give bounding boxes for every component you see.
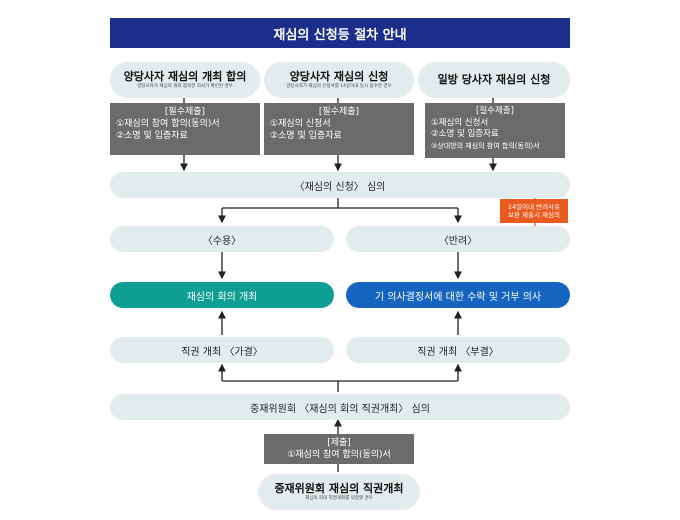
submission-item: ①재심의 참여 합의(동의)서	[116, 119, 220, 129]
box-label: 일방 당사자 재심의 신청	[437, 73, 551, 86]
meeting-outcome: 재심의 회의 개최	[110, 282, 334, 308]
review-step: 〈재심의 신청〉 심의	[110, 172, 570, 198]
box-sub: 양당사자가 재심의 신청서를 14일이내 동시 접수한 경우	[286, 84, 392, 89]
accept-step: 〈수용〉	[110, 226, 334, 252]
ex-officio-approved: 직권 개최 〈가결〉	[110, 337, 334, 363]
box-label: 중재위원회 재심의 직권개최	[274, 482, 404, 495]
bottom-submission-box: [제출] ①재심의 참여 합의(동의)서	[264, 434, 414, 464]
submission-box-3: [필수제출] ①재심의 신청서 ②소명 및 입증자료 ③상대방의 재심의 참여 …	[425, 103, 565, 158]
submission-item: ③상대방의 재심의 참여 합의(동의)서	[431, 141, 540, 150]
note-line: 14일이내 반려사유	[507, 203, 561, 211]
note-line: 보완 제출시 재심의	[508, 211, 560, 219]
submission-item: ①재심의 참여 합의(동의)서	[287, 450, 391, 460]
page-title: 재심의 신청등 절차 안내	[110, 18, 570, 48]
box-label: 양당사자 재심의 개최 합의	[123, 70, 247, 83]
submission-item: ②소명 및 입증자료	[116, 131, 188, 141]
box-label: 양당사자 재심의 신청	[289, 70, 389, 83]
resubmission-note: 14일이내 반려사유 보완 제출시 재심의	[500, 199, 568, 223]
ex-officio-rejected: 직권 개최 〈부결〉	[346, 337, 570, 363]
committee-ex-officio-box: 중재위원회 재심의 직권개최 재심의 회의 직권개최를 의결할 경우	[258, 474, 420, 510]
committee-review-step: 중재위원회 〈재심의 회의 직권개최〉 심의	[110, 394, 570, 420]
mutual-agreement-box: 양당사자 재심의 개최 합의 양당사자가 재심의 개최 합의한 의사가 확인된 …	[110, 62, 260, 98]
mutual-application-box: 양당사자 재심의 신청 양당사자가 재심의 신청서를 14일이내 동시 접수한 …	[264, 62, 414, 98]
submission-header: [제출]	[327, 438, 351, 448]
unilateral-application-box: 일방 당사자 재심의 신청	[418, 62, 570, 98]
submission-box-2: [필수제출] ①재심의 신청서 ②소명 및 입증자료	[264, 103, 414, 155]
submission-item: ①재심의 신청서	[431, 117, 489, 128]
submission-header: [필수제출]	[476, 106, 514, 116]
decision-outcome: 기 의사결정서에 대한 수락 및 거부 의사	[346, 282, 570, 308]
submission-item: ②소명 및 입증자료	[270, 131, 342, 141]
box-sub: 양당사자가 재심의 개최 합의한 의사가 확인된 경우	[137, 84, 233, 89]
submission-header: [필수제출]	[164, 107, 206, 117]
submission-header: [필수제출]	[318, 107, 360, 117]
box-sub: 재심의 회의 직권개최를 의결할 경우	[305, 496, 373, 501]
submission-box-1: [필수제출] ①재심의 참여 합의(동의)서 ②소명 및 입증자료	[110, 103, 260, 155]
reject-step: 〈반려〉	[346, 226, 570, 252]
submission-item: ②소명 및 입증자료	[431, 129, 499, 139]
submission-item: ①재심의 신청서	[270, 119, 331, 129]
